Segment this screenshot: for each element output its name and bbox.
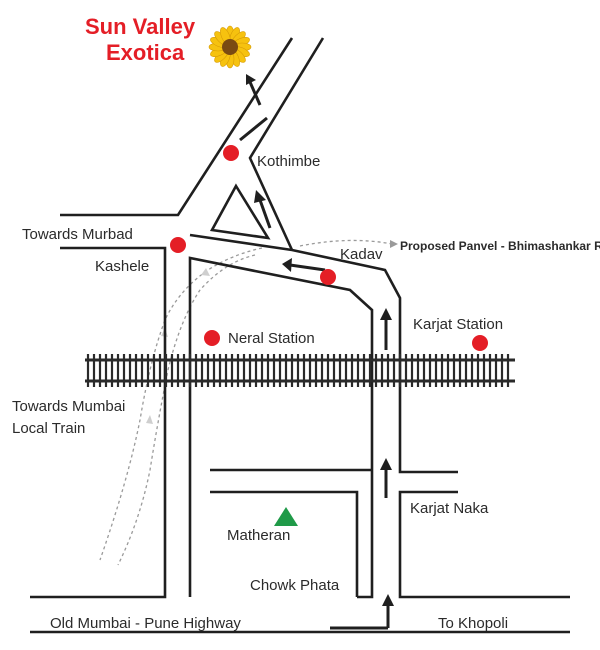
label-old-highway: Old Mumbai - Pune Highway xyxy=(50,615,241,632)
arrow-north-icon xyxy=(254,190,272,229)
arrow-north-icon xyxy=(380,308,392,350)
brand-line-2: Exotica xyxy=(106,40,185,65)
marker-karjat-station xyxy=(472,335,488,351)
sunflower-center xyxy=(222,39,238,55)
label-matheran: Matheran xyxy=(227,527,290,544)
sunflower-icon xyxy=(208,25,252,69)
label-to-khopoli: To Khopoli xyxy=(438,615,508,632)
label-karjat-naka: Karjat Naka xyxy=(410,500,489,517)
road-sunvalley-right xyxy=(248,37,325,251)
direction-arrows xyxy=(239,74,394,630)
road-sunvalley-left xyxy=(60,37,294,217)
road-kashele-left xyxy=(30,246,167,599)
marker-kothimbe xyxy=(223,145,239,161)
arrow-west-icon xyxy=(282,258,326,272)
label-proposed-road: Proposed Panvel - Bhimashankar Road xyxy=(400,239,600,253)
label-towards-mumbai: Towards Mumbai xyxy=(12,398,125,415)
label-chowk-phata: Chowk Phata xyxy=(250,577,340,594)
marker-neral-station xyxy=(204,330,220,346)
label-kadav: Kadav xyxy=(340,246,383,263)
arrow-north-icon xyxy=(239,116,268,142)
proposed-road-line xyxy=(99,239,398,566)
road-matheran-lower xyxy=(210,490,359,597)
marker-kashele xyxy=(170,237,186,253)
arrow-north-icon xyxy=(246,74,262,106)
brand-line-1: Sun Valley xyxy=(85,14,196,39)
label-kashele: Kashele xyxy=(95,258,149,275)
label-neral-station: Neral Station xyxy=(228,330,315,347)
road-karjat-naka xyxy=(398,490,570,599)
label-towards-murbad: Towards Murbad xyxy=(22,226,133,243)
label-karjat-station: Karjat Station xyxy=(413,316,503,333)
label-kothimbe: Kothimbe xyxy=(257,153,320,170)
road-kadav-upper xyxy=(189,233,458,474)
road-triangle-island xyxy=(209,183,271,240)
label-local-train: Local Train xyxy=(12,420,85,437)
arrow-north-icon xyxy=(380,458,392,498)
marker-kadav xyxy=(320,269,336,285)
road-network xyxy=(30,37,570,634)
road-kadav-lower xyxy=(188,256,374,599)
railway-track xyxy=(85,354,515,387)
arrow-north-icon xyxy=(330,594,394,630)
mountain-icon xyxy=(274,507,298,526)
location-markers xyxy=(170,145,488,351)
